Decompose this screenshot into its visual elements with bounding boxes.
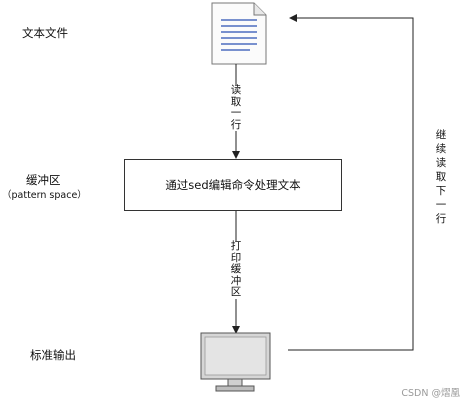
text-file-label: 文本文件: [22, 26, 68, 40]
print-buffer-char: 冲: [230, 274, 242, 287]
read-line-char: 读: [230, 84, 242, 96]
read-line-char: 一: [230, 107, 242, 119]
process-box: 通过sed编辑命令处理文本: [124, 159, 342, 211]
print-buffer-char: 印: [230, 251, 242, 264]
print-buffer-char: 缓: [230, 263, 242, 275]
arrow-continue-read: [288, 14, 414, 351]
buffer-sub-label: （pattern space）: [2, 190, 87, 201]
continue-read-char: 行: [435, 213, 447, 225]
continue-read-char: 续: [435, 143, 447, 155]
print-buffer-char: 区: [230, 286, 242, 298]
print-buffer-char: 打: [230, 240, 242, 252]
continue-read-char: 继: [435, 129, 447, 141]
continue-read-char: 读: [435, 157, 447, 169]
buffer-label: 缓冲区: [26, 173, 61, 187]
continue-read-char: 取: [435, 171, 447, 183]
process-box-text: 通过sed编辑命令处理文本: [165, 178, 301, 192]
stdout-label: 标准输出: [30, 348, 76, 362]
document-icon: [211, 2, 267, 65]
continue-read-char: 下: [435, 185, 447, 197]
watermark: CSDN @熠凰: [401, 388, 460, 399]
read-line-label: 读 取 一 行: [229, 84, 243, 131]
read-line-char: 行: [230, 118, 242, 131]
continue-read-char: 一: [435, 199, 447, 211]
continue-read-label: 继 续 读 取 下 一 行: [434, 128, 448, 226]
read-line-char: 取: [230, 95, 242, 108]
print-buffer-label: 打 印 缓 冲 区: [229, 240, 243, 299]
monitor-icon: [200, 332, 271, 392]
